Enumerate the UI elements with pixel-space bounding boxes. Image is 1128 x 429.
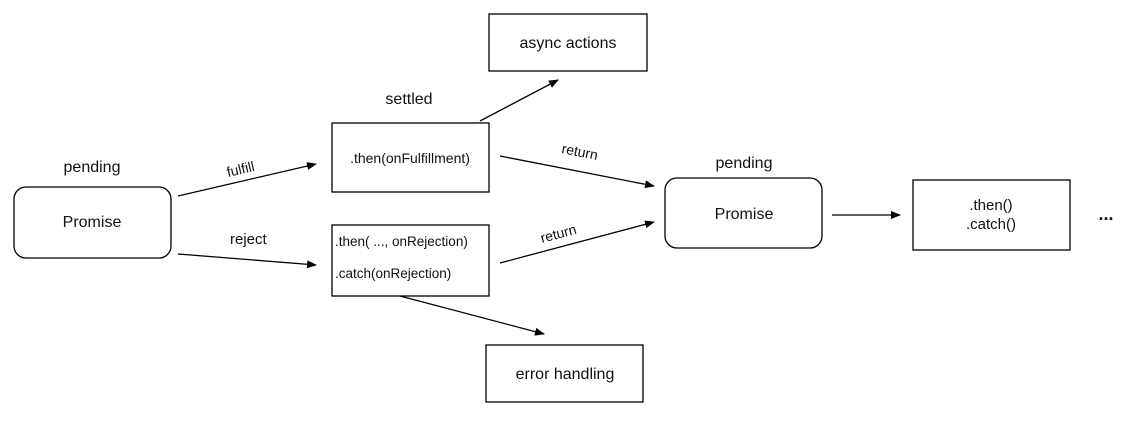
- return-edge-label-top: return: [560, 140, 599, 163]
- async-actions-node: async actions: [488, 13, 648, 72]
- then-label: .then(): [969, 197, 1012, 214]
- return-arrow-bottom: [499, 220, 655, 264]
- fulfill-arrow: [177, 162, 317, 197]
- error-handling-arrow: [399, 295, 545, 336]
- continuation-ellipsis: ...: [1098, 204, 1113, 224]
- then-fulfillment-label: .then(onFulfillment): [350, 150, 470, 166]
- promise-next-label: Promise: [715, 206, 774, 223]
- catch-onrejection-label: .catch(onRejection): [335, 266, 451, 281]
- then-fulfillment-node: .then(onFulfillment): [331, 122, 490, 193]
- reject-edge-label: reject: [230, 231, 268, 248]
- then-onrejection-label: .then( ..., onRejection): [335, 234, 468, 249]
- settled-state-label: settled: [385, 91, 432, 108]
- promise-start-state-label: pending: [64, 159, 121, 176]
- promise-start-node: Promise: [13, 186, 172, 259]
- return-edge-label-bottom: return: [539, 221, 578, 246]
- catch-label: .catch(): [966, 216, 1016, 233]
- error-handling-node: error handling: [485, 344, 644, 403]
- fulfill-edge-label: fulfill: [225, 158, 256, 180]
- promise-next-node: Promise: [664, 177, 823, 249]
- reject-arrow: [177, 253, 317, 269]
- async-actions-arrow: [479, 79, 559, 122]
- error-handling-label: error handling: [516, 366, 615, 383]
- async-actions-label: async actions: [520, 35, 617, 52]
- return-arrow-top: [499, 155, 655, 189]
- rejection-handlers-node: .then( ..., onRejection) .catch(onReject…: [331, 224, 490, 297]
- promise-start-label: Promise: [63, 214, 122, 231]
- then-catch-node: .then() .catch(): [912, 179, 1071, 251]
- promise-next-state-label: pending: [716, 155, 773, 172]
